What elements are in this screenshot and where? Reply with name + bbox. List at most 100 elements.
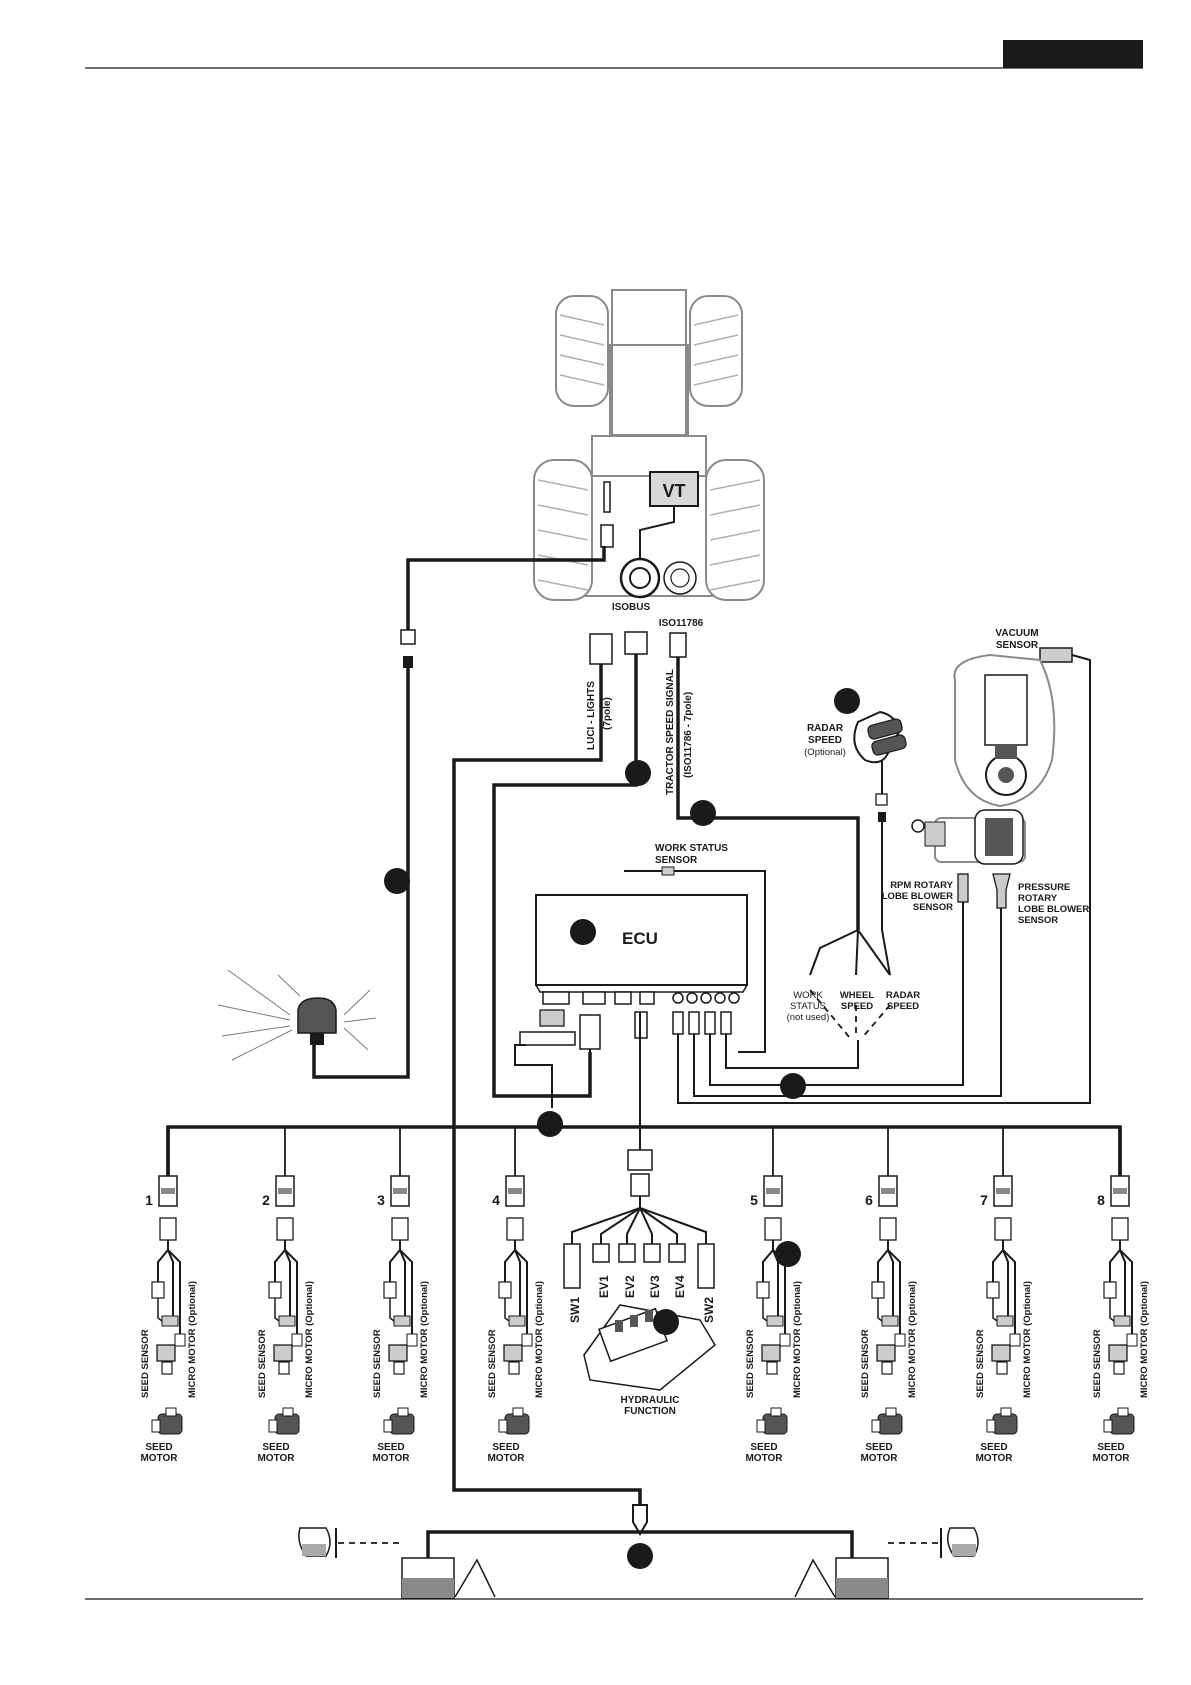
lights-label-2: (7pole) xyxy=(602,697,613,730)
callout-lights xyxy=(384,868,410,894)
seed-motor-label-2: MOTOR xyxy=(140,1453,178,1464)
sw2-connector xyxy=(697,1243,715,1289)
pressure-label-2: ROTARY xyxy=(1018,893,1058,904)
isobus-plug xyxy=(624,631,648,655)
micro-motor-label: MICRO MOTOR (Optional) xyxy=(304,1281,315,1398)
hydraulic-splitter xyxy=(571,1149,707,1244)
seed-sensor-label: SEED SENSOR xyxy=(1092,1329,1103,1398)
seed-sensor-label: SEED SENSOR xyxy=(487,1329,498,1398)
micro-motor-connector xyxy=(1126,1333,1138,1347)
input-wheel-1: WHEEL xyxy=(840,990,875,1001)
vt-terminal xyxy=(649,471,699,507)
hydraulic-block xyxy=(583,1304,716,1391)
header-tab xyxy=(1003,40,1143,68)
ev4-connector xyxy=(668,1243,686,1263)
callout-isobus xyxy=(625,760,651,786)
radar-label-2: SPEED xyxy=(808,735,842,746)
seed-sensor-connector xyxy=(1103,1281,1117,1299)
seed-motor-label-2: MOTOR xyxy=(975,1453,1013,1464)
lights-connector-open xyxy=(400,629,416,645)
input-work-3: (not used) xyxy=(787,1012,830,1023)
row-number: 6 xyxy=(865,1192,873,1208)
input-radar-2: SPEED xyxy=(887,1001,919,1012)
callout-speed xyxy=(690,800,716,826)
seed-motor xyxy=(498,1407,530,1435)
rpm-label-2: LOBE BLOWER xyxy=(882,891,953,902)
row-number: 8 xyxy=(1097,1192,1105,1208)
lights-trailer-cable xyxy=(452,664,642,1505)
micro-motor-label: MICRO MOTOR (Optional) xyxy=(907,1281,918,1398)
row-number: 7 xyxy=(980,1192,988,1208)
seed-motor-label-1: SEED xyxy=(145,1442,172,1453)
seed-motor-label-2: MOTOR xyxy=(1092,1453,1130,1464)
seed-motor-label-2: MOTOR xyxy=(487,1453,525,1464)
row-number: 5 xyxy=(750,1192,758,1208)
callout-sensors xyxy=(780,1073,806,1099)
seed-sensor-connector xyxy=(151,1281,165,1299)
input-radar-1: RADAR xyxy=(886,990,920,1001)
iso11786-label: ISO11786 xyxy=(659,618,704,629)
input-wheel-2: SPEED xyxy=(841,1001,873,1012)
lights-plug xyxy=(589,633,613,665)
isobus-label: ISOBUS xyxy=(612,602,651,613)
vacuum-label-1: VACUUM xyxy=(995,628,1038,639)
iso11786-plug xyxy=(669,632,687,658)
seed-sensor-label: SEED SENSOR xyxy=(372,1329,383,1398)
seed-motor-label-2: MOTOR xyxy=(745,1453,783,1464)
work-sensor-label-1: WORK STATUS xyxy=(655,843,728,854)
callout-bus xyxy=(537,1111,563,1137)
tractor-speed-label-1: TRACTOR SPEED SIGNAL xyxy=(665,669,676,795)
row-number: 4 xyxy=(492,1192,500,1208)
hydraulic-label-2: FUNCTION xyxy=(624,1406,676,1417)
rpm-label-3: SENSOR xyxy=(913,902,953,913)
vt-label: VT xyxy=(662,481,685,501)
rpm-label-1: RPM ROTARY xyxy=(890,880,953,891)
ev2-connector xyxy=(618,1243,636,1263)
seed-motor xyxy=(151,1407,183,1435)
radar-label-1: RADAR xyxy=(807,723,844,734)
lights-cable xyxy=(406,546,606,630)
callout-trailer xyxy=(627,1543,653,1569)
ev4-label: EV4 xyxy=(673,1275,687,1298)
rotary-lobe-blower xyxy=(911,809,1026,865)
lights-label-1: LUCI - LIGHTS xyxy=(586,681,597,750)
vacuum-label-2: SENSOR xyxy=(996,640,1039,651)
sw1-label: SW1 xyxy=(568,1297,582,1323)
seed-sensor-connector xyxy=(871,1281,885,1299)
seed-sensor-connector xyxy=(498,1281,512,1299)
tractor-speed-cable xyxy=(676,657,860,930)
input-work-2: STATUS xyxy=(790,1001,826,1012)
seed-sensor-label: SEED SENSOR xyxy=(975,1329,986,1398)
vacuum-blower xyxy=(953,653,1056,808)
micro-motor-label: MICRO MOTOR (Optional) xyxy=(1139,1281,1150,1398)
callout-row xyxy=(775,1241,801,1267)
radar-label-3: (Optional) xyxy=(804,747,846,758)
ev1-label: EV1 xyxy=(597,1275,611,1298)
micro-motor-connector xyxy=(174,1333,186,1347)
rpm-sensor xyxy=(957,873,969,903)
sw2-label: SW2 xyxy=(702,1297,716,1323)
pressure-label-1: PRESSURE xyxy=(1018,882,1070,893)
seed-motor-label-2: MOTOR xyxy=(257,1453,295,1464)
seed-sensor-connector xyxy=(986,1281,1000,1299)
ev1-connector xyxy=(592,1243,610,1263)
row-number: 2 xyxy=(262,1192,270,1208)
lights-connector-filled xyxy=(403,656,413,668)
seed-motor-label-2: MOTOR xyxy=(372,1453,410,1464)
input-work-1: WORK xyxy=(793,990,823,1001)
micro-motor-connector xyxy=(291,1333,303,1347)
pressure-label-4: SENSOR xyxy=(1018,915,1058,926)
seed-motor-label-1: SEED xyxy=(492,1442,519,1453)
seed-sensor-label: SEED SENSOR xyxy=(860,1329,871,1398)
work-lamp xyxy=(217,969,377,1061)
seed-sensor-connector xyxy=(756,1281,770,1299)
seed-motor-label-1: SEED xyxy=(377,1442,404,1453)
seed-sensor-label: SEED SENSOR xyxy=(257,1329,268,1398)
pressure-sensor xyxy=(992,873,1011,909)
ecu-label: ECU xyxy=(622,929,658,948)
